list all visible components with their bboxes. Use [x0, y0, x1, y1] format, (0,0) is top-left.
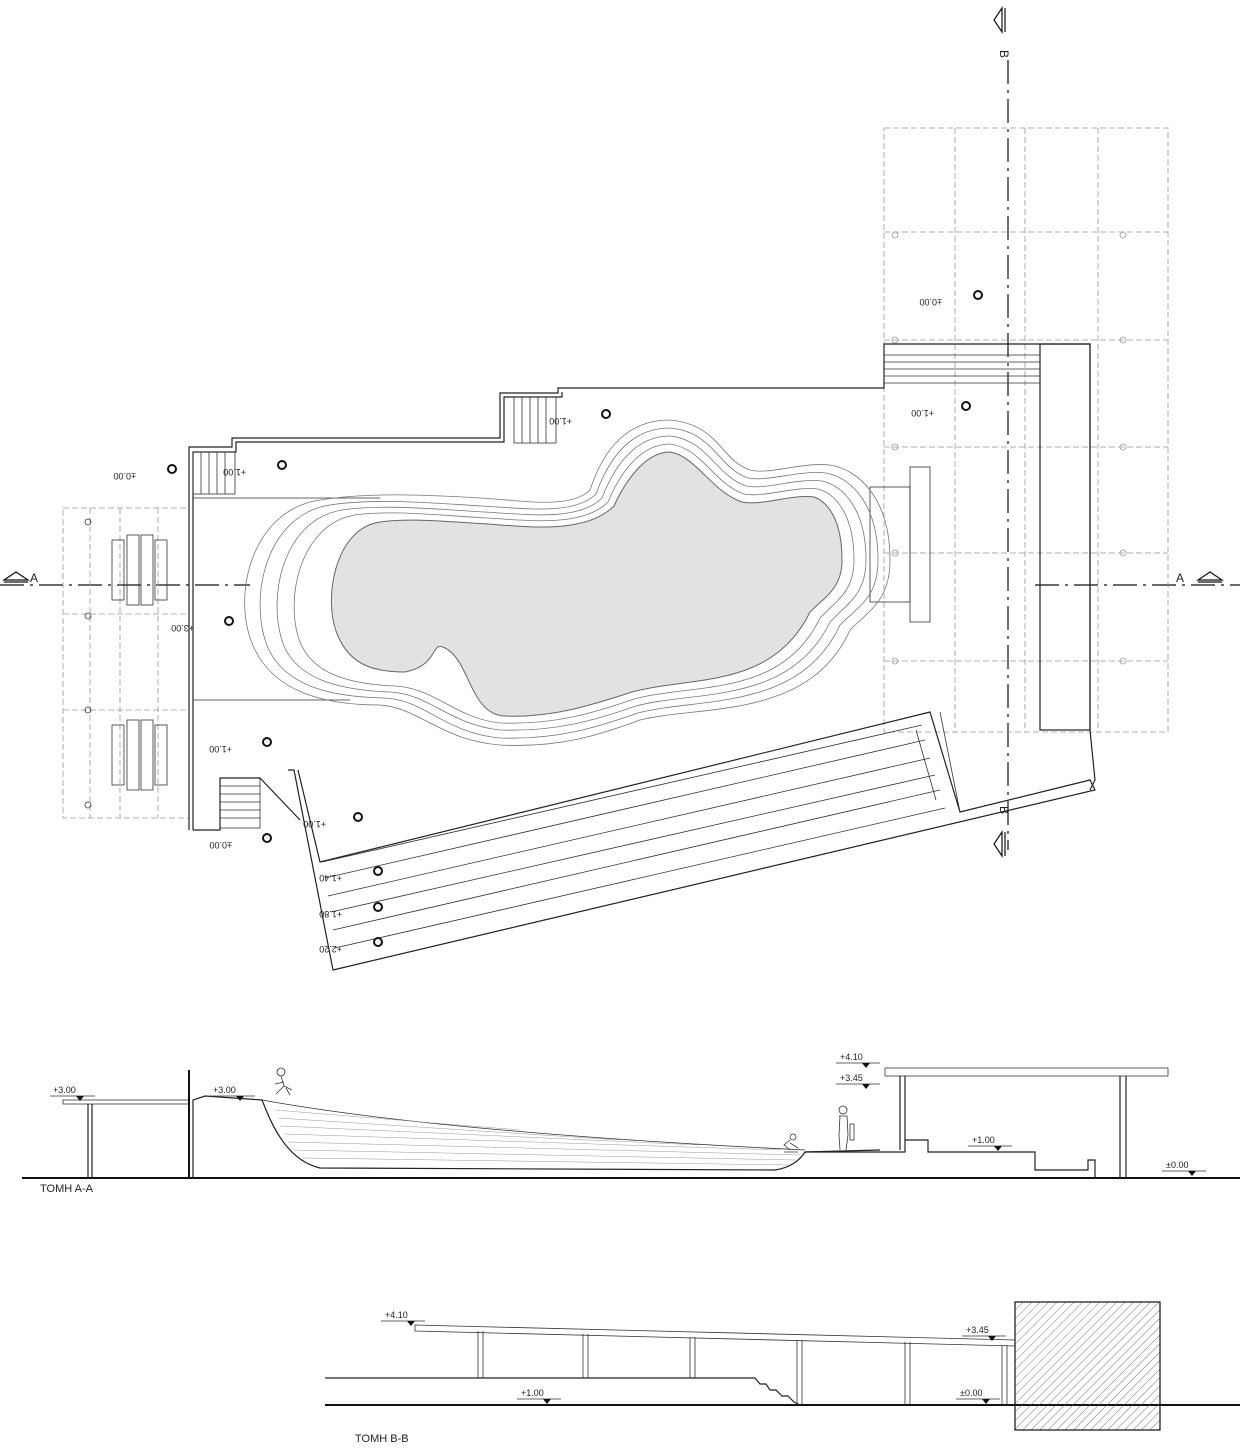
section-label-a-left: A [30, 571, 38, 585]
level-marker: +1.80 [319, 902, 383, 919]
section-aa-level: ±0.00 [1162, 1160, 1206, 1176]
stairs-top-right [884, 354, 1040, 384]
svg-text:+1.00: +1.00 [911, 408, 934, 418]
section-aa-level: +3.00 [50, 1085, 95, 1101]
section-bb-level: ±0.00 [956, 1388, 1000, 1404]
svg-text:±0.00: ±0.00 [1166, 1160, 1188, 1170]
pool [244, 419, 891, 746]
section-bb-level: +4.10 [381, 1310, 425, 1326]
left-pergola [62, 507, 190, 819]
section-label-a-right: A [1176, 571, 1184, 585]
section-axis-b: B B [993, 6, 1011, 858]
section-aa-title: ΤΟΜΗ Α-Α [40, 1183, 94, 1195]
bench-lower [111, 719, 168, 791]
level-marker: +1.00 [303, 812, 363, 829]
section-label-b-bottom: B [997, 806, 1011, 814]
svg-text:+1.00: +1.00 [209, 744, 232, 754]
level-marker: +1.00 [549, 409, 611, 426]
stairs-top-middle [513, 396, 557, 444]
svg-text:±0.00: ±0.00 [114, 471, 136, 481]
svg-text:+4.10: +4.10 [385, 1310, 408, 1320]
svg-text:+3.00: +3.00 [53, 1085, 76, 1095]
svg-text:+1.40: +1.40 [319, 873, 342, 883]
svg-text:+3.45: +3.45 [840, 1073, 863, 1083]
svg-text:+3.00: +3.00 [171, 623, 194, 633]
svg-text:+2.20: +2.20 [319, 944, 342, 954]
section-aa-level: +4.10 [836, 1052, 880, 1068]
hatched-mass [1014, 1301, 1161, 1431]
person-figure-icon [838, 1105, 855, 1151]
section-label-b-top: B [997, 50, 1011, 58]
section-arrow-bottom-icon [993, 830, 1003, 858]
svg-text:+1.00: +1.00 [972, 1135, 995, 1145]
svg-text:+3.45: +3.45 [966, 1325, 989, 1335]
level-marker: +1.40 [319, 866, 383, 883]
level-marker: +1.00 [223, 460, 287, 477]
section-aa-level: +1.00 [968, 1135, 1012, 1151]
lower-ramp-wing [288, 711, 1096, 971]
svg-text:+1.80: +1.80 [319, 909, 342, 919]
level-marker: +2.20 [319, 937, 383, 954]
section-bb-title: ΤΟΜΗ Β-Β [355, 1433, 409, 1445]
platform-outline [188, 343, 1096, 831]
section-bb-level: +3.45 [962, 1325, 1006, 1341]
svg-text:±0.00: ±0.00 [210, 840, 232, 850]
section-bb-level: +1.00 [517, 1388, 561, 1404]
svg-text:±0.00: ±0.00 [960, 1388, 982, 1398]
section-arrow-right-icon [1196, 571, 1224, 581]
level-marker: ±0.00 [114, 464, 177, 481]
section-arrow-left-icon [2, 571, 30, 581]
level-marker: ±0.00 [920, 290, 983, 307]
section-aa: +3.00 +3.00 +4.10 +3.45 +1.00 ±0.00 [22, 1052, 1240, 1195]
right-pergola [883, 127, 1169, 733]
stairs-lower-left [193, 777, 301, 831]
plan-level-markers: ±0.00 +1.00 +1.00 ±0.00 +1.00 +3.00 [114, 290, 983, 954]
svg-text:+1.00: +1.00 [303, 819, 326, 829]
level-marker: +1.00 [209, 737, 272, 754]
svg-text:+1.00: +1.00 [223, 467, 246, 477]
site-plan: A A B B [0, 6, 1240, 971]
svg-text:+4.10: +4.10 [840, 1052, 863, 1062]
bench-upper [111, 534, 168, 606]
level-marker: ±0.00 [210, 833, 272, 850]
svg-text:+1.00: +1.00 [549, 416, 572, 426]
svg-text:+3.00: +3.00 [213, 1085, 236, 1095]
section-aa-level: +3.00 [210, 1085, 255, 1101]
skater-figure-icon [783, 1133, 799, 1153]
stairs-top-left [192, 451, 236, 495]
svg-text:±0.00: ±0.00 [920, 297, 942, 307]
level-marker: +1.00 [911, 401, 971, 418]
section-axis-a: A A [0, 571, 1240, 586]
skater-figure-icon [274, 1067, 293, 1096]
section-bb: +4.10 +3.45 +1.00 ±0.00 ΤΟΜΗ Β-Β [325, 1301, 1240, 1445]
svg-text:+1.00: +1.00 [521, 1388, 544, 1398]
section-aa-level: +3.45 [836, 1073, 880, 1089]
level-marker: +3.00 [171, 616, 234, 633]
section-arrow-top-icon [993, 6, 1003, 34]
